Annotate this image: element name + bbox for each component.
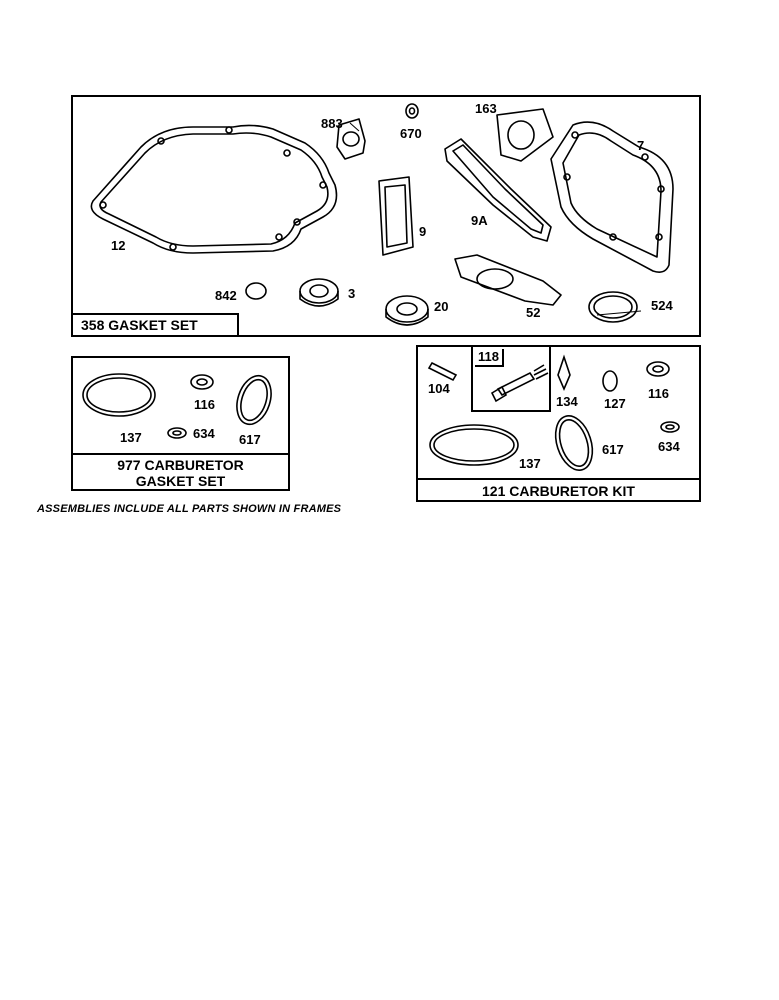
part-label-137: 137 <box>120 430 142 445</box>
washer-116 <box>190 374 214 390</box>
gasket-163 <box>496 108 554 162</box>
part-label-524: 524 <box>651 298 673 313</box>
gasket-617 <box>236 374 272 426</box>
oil-seal-20 <box>385 295 429 326</box>
carb-kit-illustration <box>427 354 680 471</box>
washer-670 <box>405 103 419 119</box>
gasket-883 <box>336 118 366 160</box>
carb-gasket-set-title-line1: 977 CARBURETOR <box>117 457 244 473</box>
carb-gasket-set-illustration <box>82 373 272 439</box>
washer-634 <box>660 421 680 433</box>
leader-lines <box>349 122 642 316</box>
part-label-883: 883 <box>321 116 343 131</box>
gasket-set-illustration <box>90 103 674 326</box>
subassembly-frame: 118 <box>471 347 551 412</box>
part-label-842: 842 <box>215 288 237 303</box>
part-label-634: 634 <box>193 426 215 441</box>
carb-kit-title: 121 CARBURETOR KIT <box>418 478 699 500</box>
part-label-670: 670 <box>400 126 422 141</box>
gasket-137 <box>82 373 156 417</box>
needle-134 <box>557 354 571 392</box>
washer-634 <box>167 427 187 439</box>
part-label-104: 104 <box>428 381 450 396</box>
part-label-116: 116 <box>648 386 669 401</box>
part-label-12: 12 <box>111 238 126 253</box>
part-label-163: 163 <box>475 101 497 116</box>
gasket-set-title: 358 GASKET SET <box>73 313 239 335</box>
carb-gasket-set-frame: 116 137 634 617 977 CARBURETOR GASKET SE… <box>71 356 290 491</box>
part-label-52: 52 <box>526 305 541 320</box>
pin-104 <box>427 361 458 382</box>
part-label-617: 617 <box>602 442 624 457</box>
carb-kit-frame: 118 104 134 127 116 137 <box>416 345 701 502</box>
gasket-524 <box>588 291 638 323</box>
gasket-9a <box>444 138 552 242</box>
subassembly-label-118: 118 <box>475 349 504 367</box>
footnote: ASSEMBLIES INCLUDE ALL PARTS SHOWN IN FR… <box>37 503 342 515</box>
gasket-617 <box>554 415 594 471</box>
washer-116 <box>646 361 670 377</box>
gasket-137 <box>429 424 519 466</box>
part-label-617: 617 <box>239 432 261 447</box>
part-label-20: 20 <box>434 299 449 314</box>
part-label-127: 127 <box>604 396 626 411</box>
plug-127 <box>602 370 618 392</box>
part-label-137: 137 <box>519 456 541 471</box>
part-label-9: 9 <box>419 224 427 239</box>
part-label-9a: 9A <box>471 213 488 228</box>
carb-gasket-set-title: 977 CARBURETOR GASKET SET <box>73 453 288 489</box>
gasket-set-frame: 12 883 670 163 7 9 9A 842 3 20 52 524 35… <box>71 95 701 337</box>
seal-842 <box>245 282 267 300</box>
part-label-7: 7 <box>637 138 645 153</box>
part-label-3: 3 <box>348 286 356 301</box>
part-label-634: 634 <box>658 439 680 454</box>
part-label-134: 134 <box>556 394 578 409</box>
carb-gasket-set-title-line2: GASKET SET <box>135 473 226 489</box>
oil-seal-3 <box>299 278 339 307</box>
gasket-9 <box>378 176 414 256</box>
needle-assembly-118 <box>490 364 549 403</box>
head-gasket-7 <box>550 121 674 273</box>
part-label-116: 116 <box>194 397 215 412</box>
gasket-52 <box>454 254 562 306</box>
crankcase-gasket-12 <box>90 124 338 254</box>
